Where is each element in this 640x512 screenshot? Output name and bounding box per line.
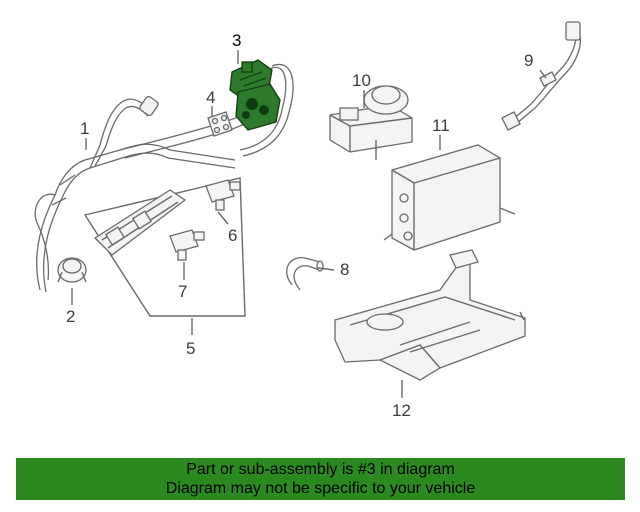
callout-2: 2 [66, 307, 75, 326]
callout-5: 5 [186, 339, 195, 358]
part-8-hose-elbow[interactable] [286, 257, 324, 291]
callout-11: 11 [432, 116, 450, 135]
callout-1: 1 [80, 119, 89, 138]
part-9-sensor-harness[interactable] [501, 21, 581, 131]
part-11-canister[interactable] [383, 144, 516, 251]
callout-12: 12 [392, 401, 411, 420]
part-6-sensor[interactable] [205, 179, 241, 211]
callout-3-selected: 3 [232, 31, 241, 50]
parts-diagram: 1 2 3 4 5 6 7 8 9 10 11 12 [34, 21, 581, 420]
part-10-pump[interactable] [329, 85, 413, 160]
part-12-tray[interactable] [334, 249, 526, 381]
part-7-sensor[interactable] [169, 229, 205, 261]
part-3-solenoid-assembly-highlighted[interactable] [229, 59, 281, 131]
callout-7: 7 [178, 282, 187, 301]
callout-10: 10 [352, 71, 371, 90]
callout-9: 9 [524, 51, 533, 70]
callout-4: 4 [206, 88, 215, 107]
callout-8: 8 [340, 260, 349, 279]
callout-labels: 1 2 3 4 5 6 7 8 9 10 11 12 [66, 31, 533, 420]
leader-lines [71, 50, 547, 398]
part-5-bracket-assembly[interactable] [83, 177, 246, 317]
part-2-valve[interactable] [57, 257, 87, 283]
part-4-gasket[interactable] [207, 111, 233, 137]
banner-line-part-number: Part or sub-assembly is #3 in diagram [186, 461, 455, 478]
banner-line-disclaimer: Diagram may not be specific to your vehi… [165, 480, 476, 497]
callout-6: 6 [228, 226, 237, 245]
info-banner: Part or sub-assembly is #3 in diagram Di… [16, 458, 625, 500]
